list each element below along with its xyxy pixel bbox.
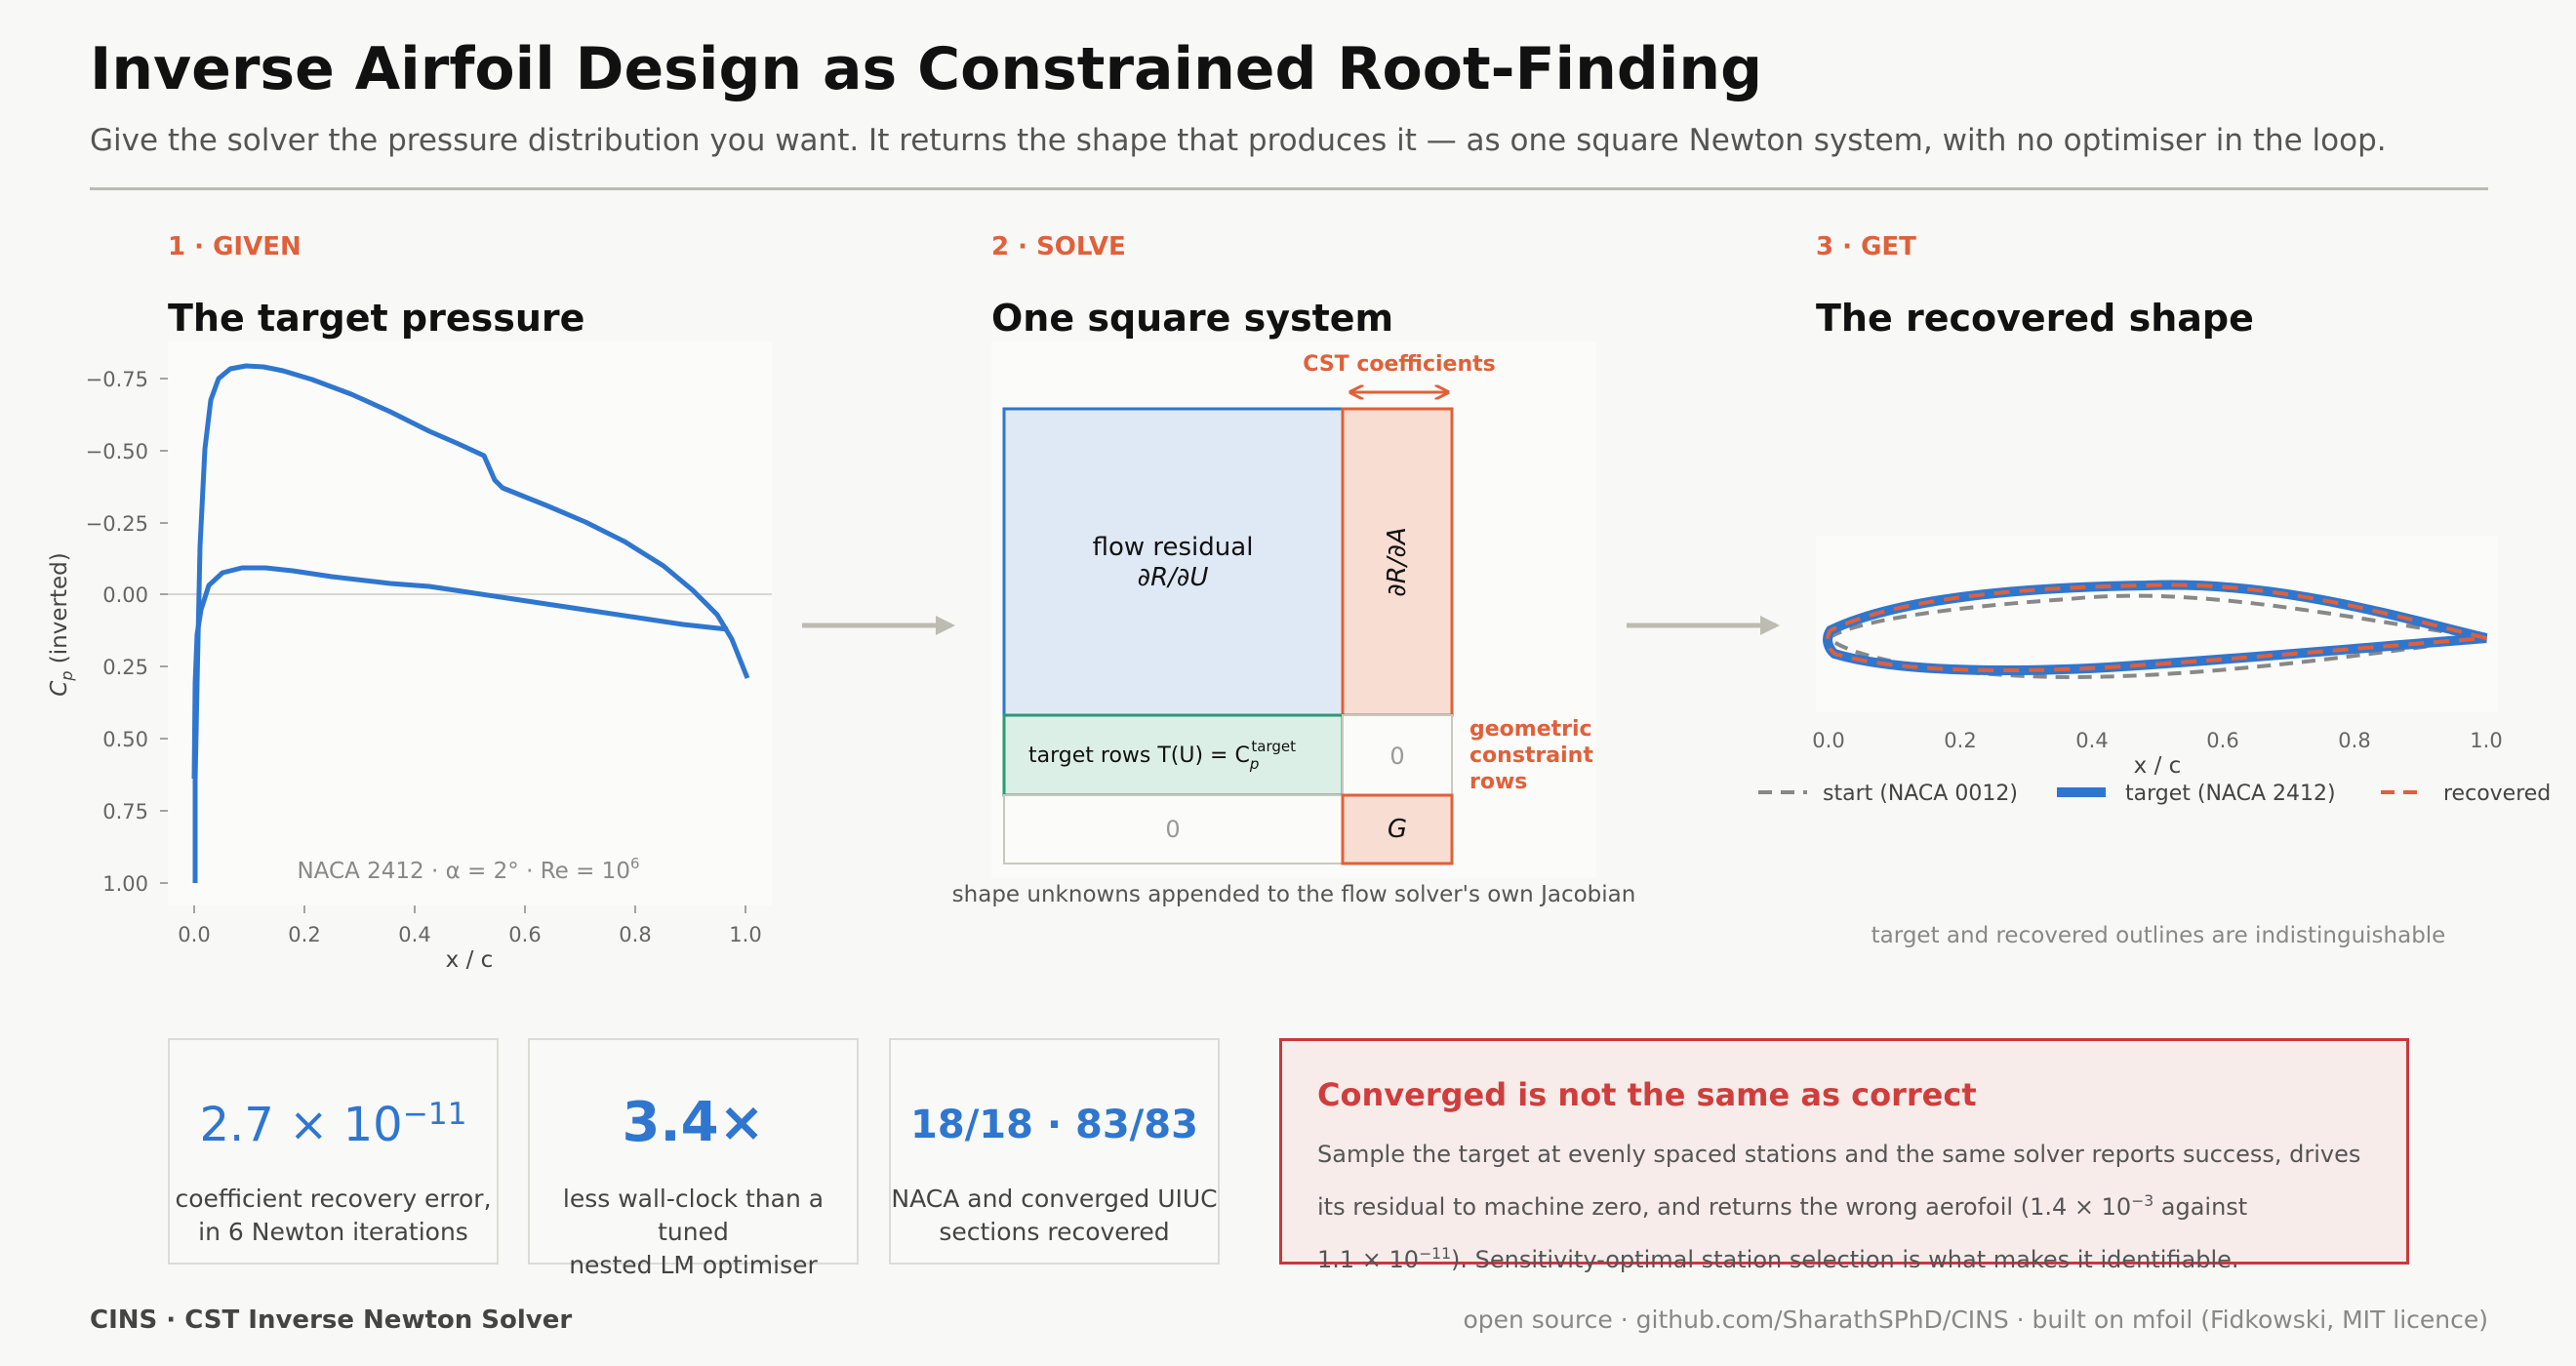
stat-value: 3.4×	[622, 1091, 765, 1154]
x-axis-label: x / c	[2134, 753, 2182, 779]
geometric-label-line3: rows	[1469, 770, 1527, 794]
ytick-label: 0.50	[102, 728, 148, 751]
header-divider	[90, 187, 2488, 190]
step-1-heading: The target pressure	[168, 297, 585, 340]
ytick-label: 0.25	[102, 656, 148, 679]
geometric-constraint-block	[1341, 793, 1454, 865]
zero-block-right	[1342, 714, 1453, 796]
shape-legend: start (NACA 0012) target (NACA 2412) rec…	[1758, 782, 2551, 806]
zero-label-bottom: 0	[1165, 816, 1180, 843]
stat-value: 18/18 · 83/83	[910, 1103, 1198, 1147]
step-3-label: 3 · GET	[1816, 232, 1916, 261]
zero-label-right: 0	[1389, 743, 1404, 770]
ytick-label: 0.75	[102, 800, 148, 824]
G-label: G	[1388, 815, 1407, 844]
cst-coefficients-label: CST coefficients	[1303, 352, 1495, 377]
legend-label-start: start (NACA 0012)	[1823, 782, 2018, 806]
xtick-label: 0.8	[619, 923, 651, 946]
ytick-label: −0.25	[86, 512, 148, 536]
ytick-label: 1.00	[102, 872, 148, 896]
stat-value: 2.7 × 10−11	[199, 1097, 467, 1152]
footer-project-name: CINS · CST Inverse Newton Solver	[90, 1306, 573, 1335]
shape-caption: target and recovered outlines are indist…	[1872, 923, 2446, 948]
target-rows-block	[1002, 713, 1345, 797]
cp-upper-curve	[192, 363, 750, 883]
xtick-label: 0.8	[2338, 729, 2370, 752]
stat-description: coefficient recovery error,in 6 Newton i…	[175, 1185, 492, 1246]
zero-block-bottom	[1003, 794, 1344, 864]
target-pressure-plot: −0.75 −0.50 −0.25 0.00 0.25 0.50 0.75 1.…	[47, 342, 772, 973]
xtick-label: 0.0	[1812, 729, 1844, 752]
ytick-label: −0.75	[86, 368, 148, 391]
xtick-label: 0.6	[2206, 729, 2238, 752]
step-3-heading: The recovered shape	[1816, 297, 2254, 340]
xtick-label: 0.2	[1944, 729, 1976, 752]
dRdU-label: ∂R/∂U	[1138, 563, 1209, 592]
warning-title: Converged is not the same as correct	[1317, 1076, 1977, 1113]
xtick-label: 0.2	[288, 923, 320, 946]
legend-label-recovered: recovered	[2443, 782, 2551, 806]
step-2-label: 2 · SOLVE	[991, 232, 1126, 261]
step-1-label: 1 · GIVEN	[168, 232, 302, 261]
target-rows-label: target rows T(U) = Cptarget	[1028, 738, 1296, 773]
step-2-heading: One square system	[991, 297, 1394, 340]
geometric-label-line1: geometric	[1469, 717, 1592, 742]
dRdA-block	[1341, 407, 1454, 717]
flow-residual-block	[1002, 407, 1345, 717]
plot-annotation: NACA 2412 · α = 2° · Re = 106	[297, 855, 639, 884]
geometric-label-line2: constraint	[1469, 743, 1593, 768]
ytick-label: 0.00	[102, 583, 148, 607]
xtick-label: 0.6	[508, 923, 541, 946]
xtick-label: 1.0	[729, 923, 761, 946]
x-axis-label: x / c	[446, 947, 494, 973]
page-subtitle: Give the solver the pressure distributio…	[90, 123, 2387, 158]
xtick-label: 0.4	[2075, 729, 2108, 752]
xtick-label: 0.4	[398, 923, 430, 946]
flow-residual-label: flow residual	[1093, 533, 1254, 562]
jacobian-diagram: CST coefficients flow residual ∂R/∂U ∂R/…	[952, 342, 1636, 907]
cp-lower-curve	[191, 565, 729, 780]
xtick-label: 1.0	[2470, 729, 2502, 752]
warning-body: Sample the target at evenly spaced stati…	[1317, 1141, 2361, 1273]
recovered-shape-plot: 0.0 0.2 0.4 0.6 0.8 1.0 x / c start (NAC…	[1758, 536, 2551, 948]
warning-box: Converged is not the same as correct Sam…	[1279, 1038, 2409, 1273]
panels-canvas: −0.75 −0.50 −0.25 0.00 0.25 0.50 0.75 1.…	[47, 342, 2552, 973]
ytick-label: −0.50	[86, 440, 148, 463]
page-title: Inverse Airfoil Design as Constrained Ro…	[90, 35, 1763, 103]
stat-card-recovery-error: 2.7 × 10−11 coefficient recovery error,i…	[168, 1038, 499, 1265]
diagram-caption: shape unknowns appended to the flow solv…	[952, 882, 1636, 907]
footer-credits[interactable]: open source · github.com/SharathSPhD/CIN…	[1463, 1306, 2488, 1334]
y-axis-label: Cp (inverted)	[47, 552, 76, 696]
xtick-label: 0.0	[178, 923, 210, 946]
legend-label-target: target (NACA 2412)	[2125, 782, 2336, 806]
recovered-airfoil-outline	[1826, 583, 2487, 673]
dRdA-label: ∂R/∂A	[1383, 527, 1412, 597]
